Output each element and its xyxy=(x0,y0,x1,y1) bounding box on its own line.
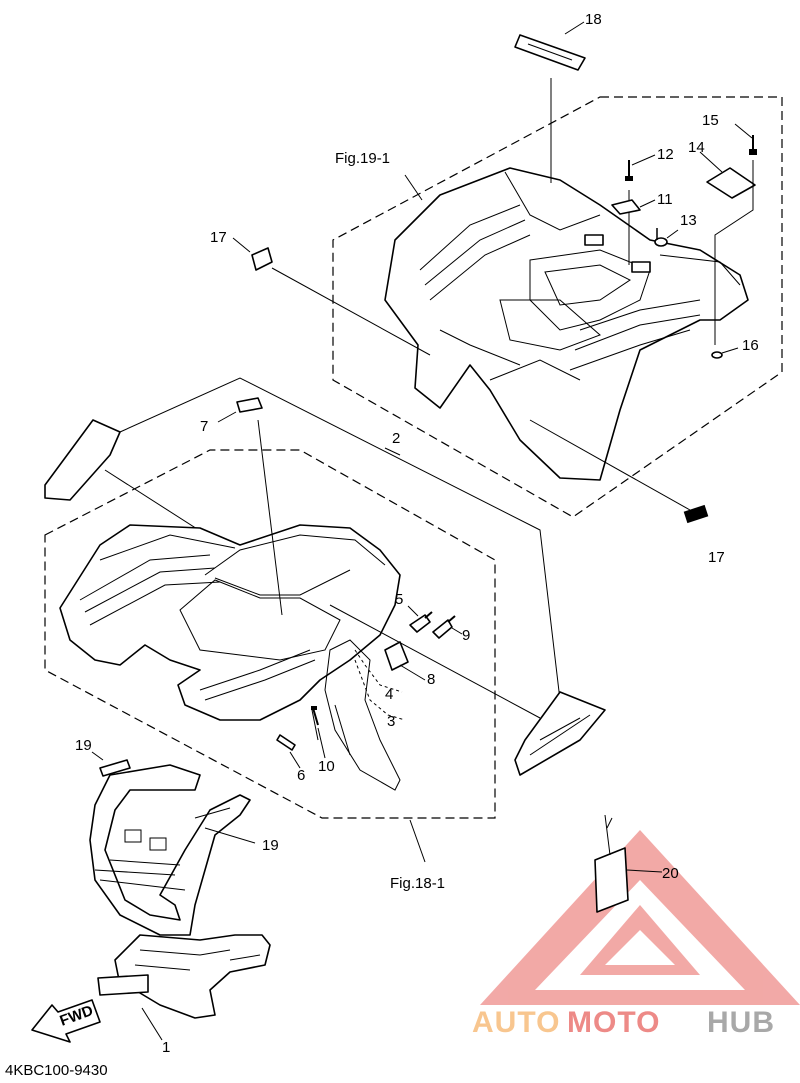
callout-12: 12 xyxy=(657,146,674,163)
callout-15: 15 xyxy=(702,112,719,129)
leader-17a-b xyxy=(271,267,431,356)
callout-17-left: 17 xyxy=(210,229,227,246)
leader-18b xyxy=(564,21,585,35)
callout-7: 7 xyxy=(200,418,208,435)
watermark-logo xyxy=(480,830,800,1005)
leader-1 xyxy=(141,1007,163,1041)
fastener-9 xyxy=(432,615,456,639)
callout-16: 16 xyxy=(742,337,759,354)
watermark-hub: HUB xyxy=(707,1006,775,1039)
rear-fender-dashed-boundary xyxy=(332,96,783,518)
callout-11: 11 xyxy=(657,191,673,208)
leader-9 xyxy=(451,627,463,635)
leader-4 xyxy=(354,649,403,693)
leader-17a xyxy=(232,237,251,253)
front-bumper-plate xyxy=(114,934,271,1019)
figure-ref-front: Fig.18-1 xyxy=(390,875,445,892)
screw-10 xyxy=(311,706,319,726)
callout-3: 3 xyxy=(387,713,395,730)
leader-5 xyxy=(407,605,419,617)
clip-6 xyxy=(276,734,296,751)
watermark-moto: MOTO xyxy=(567,1006,660,1039)
washer-16 xyxy=(711,351,723,359)
side-decal-right xyxy=(514,691,606,776)
plate-14 xyxy=(706,167,756,199)
fastener-5 xyxy=(409,611,433,633)
callout-9: 9 xyxy=(462,627,470,644)
leader-20 xyxy=(626,869,663,873)
leader-11 xyxy=(639,199,656,208)
washer-13 xyxy=(654,228,668,247)
callout-1: 1 xyxy=(162,1039,170,1056)
callout-19-right: 19 xyxy=(262,837,279,854)
leader-2 xyxy=(384,447,401,456)
decal-1 xyxy=(97,974,149,996)
callout-2: 2 xyxy=(392,430,400,447)
leader-17b xyxy=(529,419,691,511)
callout-4: 4 xyxy=(385,686,393,703)
decal-19-small xyxy=(99,759,131,777)
leader-19b xyxy=(204,827,256,844)
callout-19-left: 19 xyxy=(75,737,92,754)
leader-6 xyxy=(289,751,301,769)
figure-ref-rear: Fig.19-1 xyxy=(335,150,390,167)
leader-13 xyxy=(666,229,679,239)
fig-front-leader xyxy=(409,819,426,863)
decal-7 xyxy=(236,397,263,413)
fig-rear-leader xyxy=(404,174,423,201)
callout-20: 20 xyxy=(662,865,679,882)
side-decal-left xyxy=(44,419,121,501)
callout-14: 14 xyxy=(688,139,705,156)
leader-decal xyxy=(329,604,541,719)
leader-10 xyxy=(317,727,326,759)
leader-7b xyxy=(257,419,283,616)
front-fender-dashed-boundary xyxy=(44,449,496,819)
pad-11 xyxy=(611,199,641,215)
callout-18: 18 xyxy=(585,11,602,28)
part-code: 4KBC100-9430 xyxy=(5,1062,108,1079)
leader-8 xyxy=(399,664,426,681)
decal-18 xyxy=(514,34,586,71)
leader-12 xyxy=(631,154,656,166)
leader-16 xyxy=(721,347,739,354)
clip-8 xyxy=(384,641,409,671)
warning-tag-20 xyxy=(594,814,629,913)
leader-3 xyxy=(354,659,406,721)
front-guard-19 xyxy=(89,764,251,936)
callout-17-right: 17 xyxy=(708,549,725,566)
callout-5: 5 xyxy=(395,591,403,608)
bolt-15 xyxy=(749,135,757,155)
decal-17-left xyxy=(251,247,273,271)
callout-13: 13 xyxy=(680,212,697,229)
callout-10: 10 xyxy=(318,758,335,775)
boundary-leader xyxy=(119,377,561,701)
leader-7 xyxy=(217,411,237,423)
callout-8: 8 xyxy=(427,671,435,688)
leader-15 xyxy=(734,123,753,139)
callout-6: 6 xyxy=(297,767,305,784)
bolt-12 xyxy=(625,160,633,181)
watermark-text: AUTO MOTO HUB xyxy=(472,1006,775,1039)
leader-19a xyxy=(91,751,104,761)
decal-17-right xyxy=(683,504,709,524)
watermark-auto: AUTO xyxy=(472,1006,560,1039)
fwd-arrow-icon: FWD xyxy=(31,999,101,1043)
leader-14 xyxy=(699,151,723,173)
front-fender xyxy=(59,524,401,791)
leader-15b xyxy=(714,160,754,345)
